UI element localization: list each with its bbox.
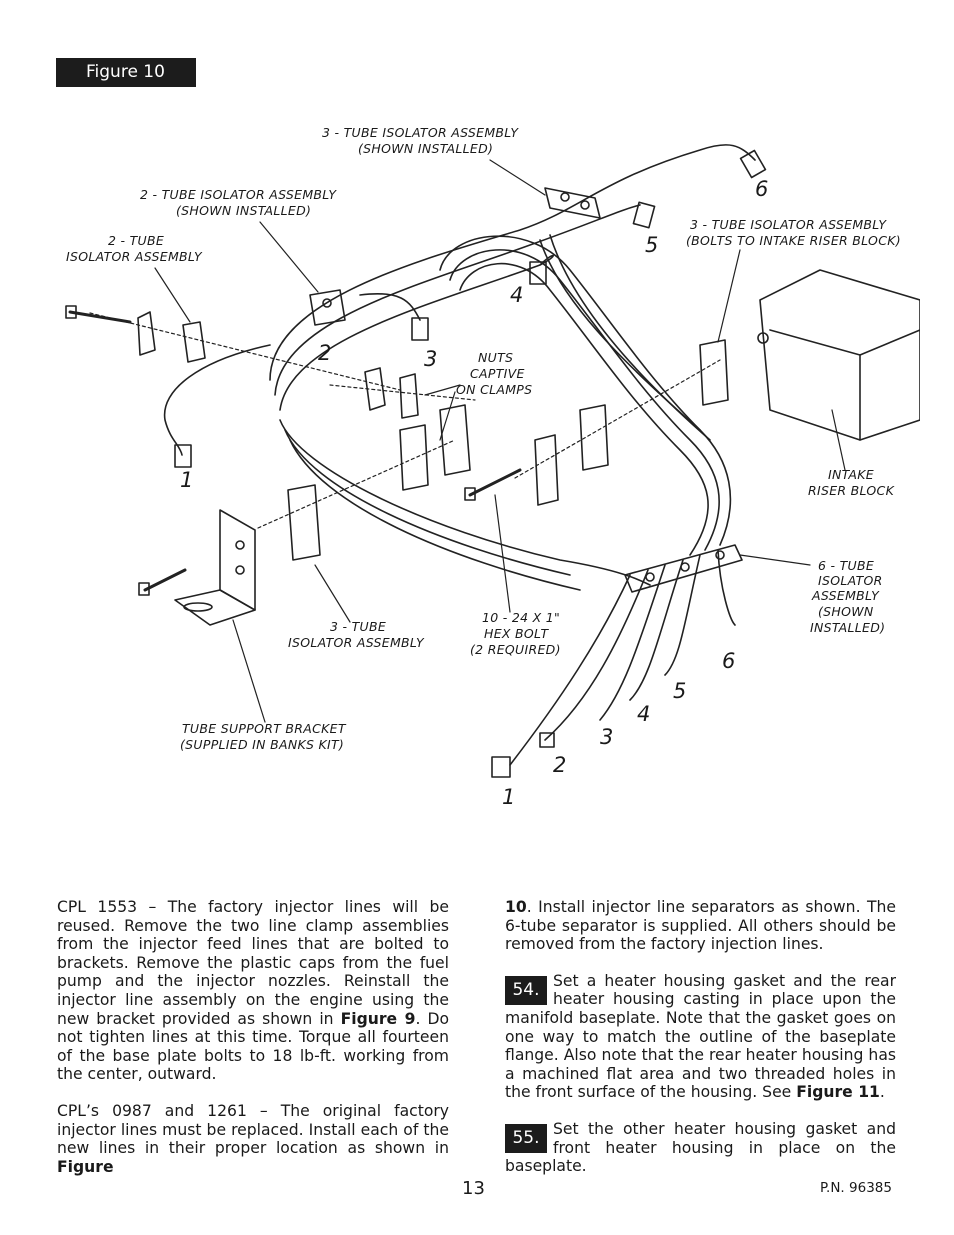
line-number-1-bottom: 1 — [502, 785, 515, 809]
line-number-4-top: 4 — [510, 283, 523, 307]
callout-bracket: TUBE SUPPORT BRACKET — [182, 721, 347, 736]
callout-2tube-sub: ISOLATOR ASSEMBLY — [66, 249, 203, 264]
callout-hexbolt-3: (2 REQUIRED) — [470, 642, 561, 657]
callout-3tube-riser: 3 - TUBE ISOLATOR ASSEMBLY — [690, 217, 887, 232]
paragraph-continued: 10. Install injector line separators as … — [505, 898, 896, 954]
callout-nuts-3: ON CLAMPS — [456, 382, 532, 397]
figure-11-reference: Figure 11 — [796, 1083, 880, 1102]
callout-6tube-3: ASSEMBLY — [811, 588, 880, 603]
page-number: 13 — [462, 1178, 485, 1199]
diagram-callouts: 3 - TUBE ISOLATOR ASSEMBLY (SHOWN INSTAL… — [66, 125, 901, 809]
two-tube-isolator-loose — [65, 305, 419, 419]
line-number-6-bottom: 6 — [722, 649, 735, 673]
figure-label: Figure 10 — [56, 58, 196, 87]
callout-3tube-riser-sub: (BOLTS TO INTAKE RISER BLOCK) — [686, 233, 901, 248]
tube-support-bracket — [138, 484, 321, 626]
six-tube-isolator — [624, 544, 743, 593]
two-tube-isolator-installed — [309, 289, 346, 326]
callout-3tube-installed-sub: (SHOWN INSTALLED) — [358, 141, 493, 156]
callout-2tube-installed-sub: (SHOWN INSTALLED) — [176, 203, 311, 218]
callout-6tube-4: (SHOWN — [818, 604, 874, 619]
part-number: P.N. 96385 — [820, 1180, 892, 1196]
callout-2tube: 2 - TUBE — [108, 233, 164, 248]
line-number-3-bottom: 3 — [600, 725, 613, 749]
line-number-4-bottom: 4 — [637, 702, 650, 726]
callout-6tube-5: INSTALLED) — [810, 620, 885, 635]
callout-3tube-lower: 3 - TUBE — [330, 619, 386, 634]
paragraph-cpl-1553: CPL 1553 – The factory injector lines wi… — [57, 898, 450, 1084]
callout-hexbolt-2: HEX BOLT — [484, 626, 549, 641]
line-number-5-top: 5 — [645, 233, 658, 257]
callout-3tube-installed: 3 - TUBE ISOLATOR ASSEMBLY — [322, 125, 519, 140]
figure-9-reference: Figure 9 — [340, 1009, 416, 1028]
step-55: 55. Set the other heater housing gasket … — [505, 1119, 896, 1176]
line-number-2-mid: 2 — [318, 341, 331, 365]
callout-nuts: NUTS — [478, 350, 513, 365]
injector-line-diagram: 3 - TUBE ISOLATOR ASSEMBLY (SHOWN INSTAL… — [65, 125, 920, 809]
line-number-1-left: 1 — [180, 468, 193, 492]
step-54: 54. Set a heater housing gasket and the … — [505, 971, 896, 1102]
line-number-6-top: 6 — [755, 177, 768, 201]
callout-3tube-lower-sub: ISOLATOR ASSEMBLY — [288, 635, 425, 650]
callout-riser-sub: RISER BLOCK — [808, 483, 896, 498]
step-number-55: 55. — [505, 1123, 547, 1153]
line-fittings — [174, 149, 767, 778]
figure-10-reference: Figure — [57, 1157, 114, 1176]
injector-lines-bundle — [163, 144, 756, 766]
callout-2tube-installed: 2 - TUBE ISOLATOR ASSEMBLY — [140, 187, 337, 202]
three-tube-isolator-top — [544, 187, 601, 219]
callout-hexbolt: 10 - 24 X 1" — [482, 610, 560, 625]
callout-riser: INTAKE — [828, 467, 874, 482]
step-number-54: 54. — [505, 975, 547, 1005]
line-number-2-bottom: 2 — [553, 753, 566, 777]
callout-6tube-2: ISOLATOR — [818, 573, 883, 588]
right-column: 10. Install injector line separators as … — [505, 898, 896, 1194]
paragraph-cpl-0987-1261: CPL’s 0987 and 1261 – The original facto… — [57, 1101, 449, 1176]
three-tube-isolators-middle — [399, 339, 729, 506]
line-number-3-mid: 3 — [424, 347, 437, 371]
callout-leaders — [89, 159, 846, 723]
callout-bracket-sub: (SUPPLIED IN BANKS KIT) — [180, 737, 344, 752]
callout-nuts-2: CAPTIVE — [470, 366, 525, 381]
left-column: CPL 1553 – The factory injector lines wi… — [57, 898, 449, 1194]
callout-6tube: 6 - TUBE — [818, 558, 874, 573]
intake-riser-block — [757, 269, 920, 441]
line-number-5-bottom: 5 — [673, 679, 686, 703]
